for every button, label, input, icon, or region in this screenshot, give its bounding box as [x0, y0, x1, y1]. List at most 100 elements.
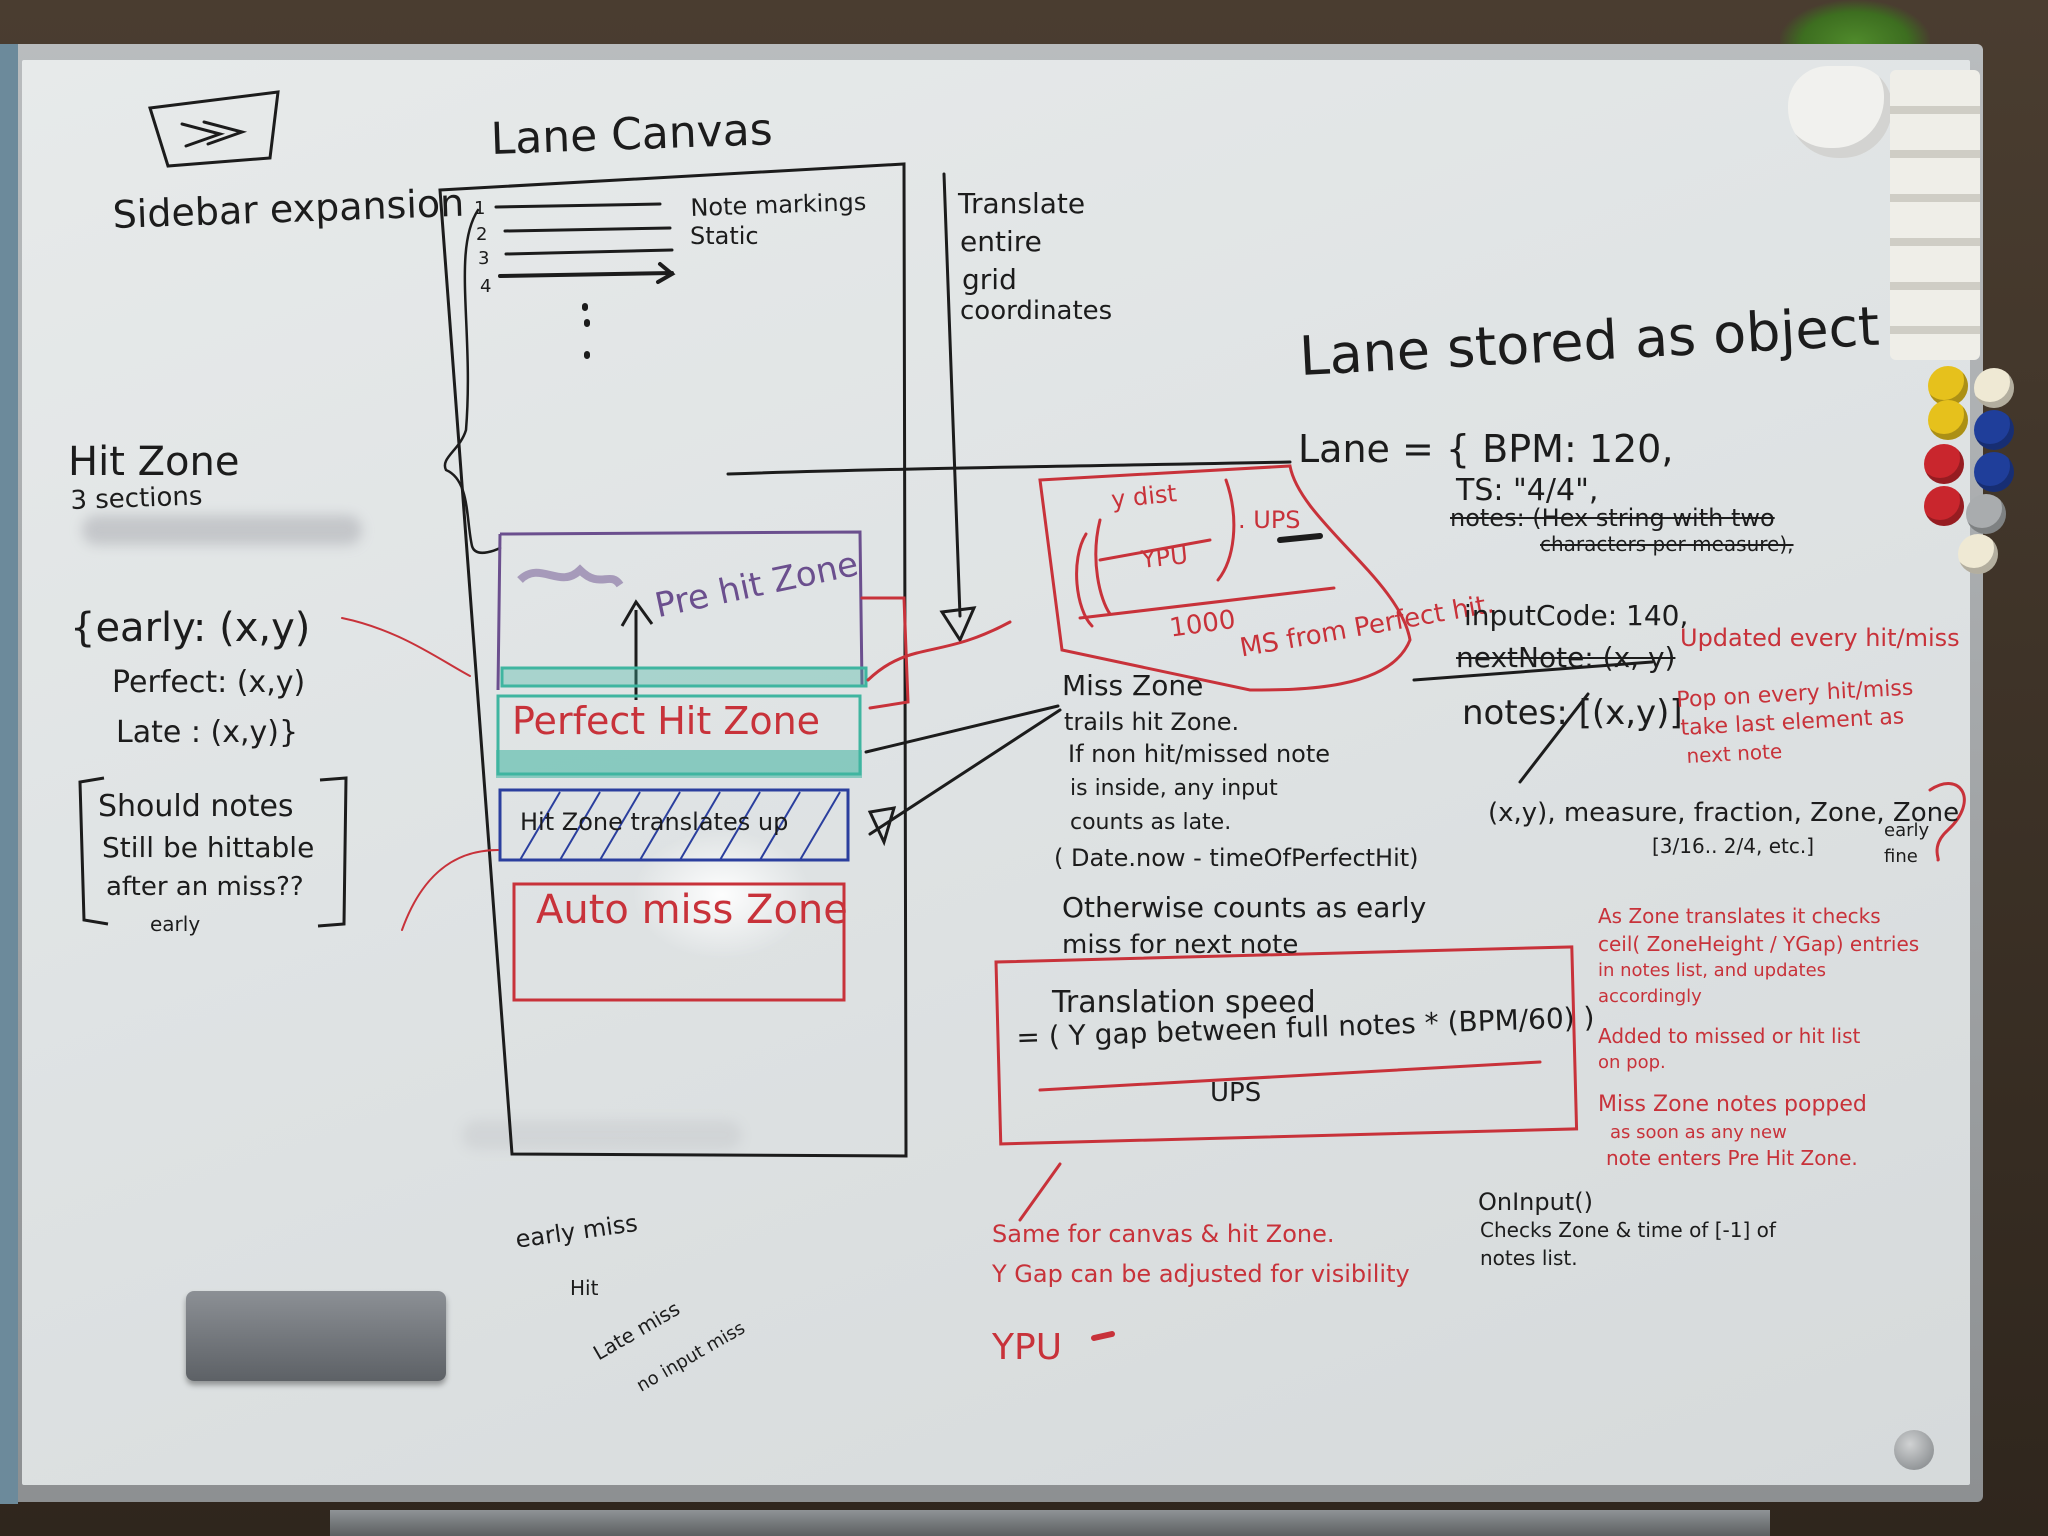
- whiteboard-surface: [22, 60, 1970, 1485]
- miss-zone-line-1: Miss Zone: [1062, 669, 1204, 702]
- lane-next-note: nextNote: (x, y): [1456, 641, 1676, 674]
- formula-ypu: YPU: [1139, 541, 1190, 574]
- note-lines: [494, 202, 674, 256]
- red-note-line-3: in notes list, and updates: [1598, 960, 1827, 981]
- question-box-brackets: [78, 776, 348, 928]
- lane-ts: TS: "4/4",: [1456, 473, 1599, 508]
- hit-zone-translates-label: Hit Zone translates up: [520, 808, 789, 836]
- translation-fraction-line: [1038, 1060, 1542, 1092]
- sidebar-arrows-icon: [180, 120, 248, 148]
- on-input-line-2: notes list.: [1480, 1246, 1578, 1270]
- lane-brace: [443, 208, 502, 555]
- red-note-line-2: ceil( ZoneHeight / YGap) entries: [1598, 932, 1920, 956]
- bottom-red-ypu: YPU: [992, 1327, 1063, 1368]
- row-number-3: 3: [478, 248, 490, 269]
- magnet-blue: [1974, 410, 2014, 450]
- hit-zone-subtitle: 3 sections: [69, 481, 203, 516]
- translation-speed-denominator: UPS: [1210, 1078, 1262, 1108]
- connector-lane-object: [726, 460, 1292, 476]
- hit-zone-connector: [341, 617, 471, 677]
- red-connector-1: [866, 620, 1012, 682]
- translate-line-3: grid: [962, 263, 1017, 296]
- row-number-1: 1: [474, 198, 486, 219]
- question-line-1: Should notes: [98, 789, 294, 824]
- bottom-red-line-2: Y Gap can be adjusted for visibility: [992, 1260, 1410, 1288]
- question-line-2: Still be hittable: [102, 831, 315, 864]
- miss-zone-arrows: [864, 704, 1062, 836]
- plant-pot: [1788, 66, 1892, 158]
- formula-ydist: y dist: [1109, 479, 1179, 514]
- marker-tray: [330, 1510, 1770, 1536]
- formula-parens: [1075, 478, 1236, 628]
- miss-zone-line-8: miss for next note: [1062, 930, 1299, 960]
- translation-speed-title: Translation speed: [1052, 985, 1316, 1020]
- red-dash: [1091, 1331, 1115, 1341]
- lane-notes-list: notes: [(x,y)]: [1462, 693, 1683, 733]
- teal-top-band: [500, 666, 868, 688]
- question-mark-curve: [1928, 782, 1966, 862]
- magnet-blue-2: [1974, 452, 2014, 492]
- light-glare: [632, 830, 812, 960]
- hit-zone-translates-box: [498, 788, 850, 862]
- red-note-line-4: accordingly: [1598, 986, 1702, 1007]
- row-number-2: 2: [476, 224, 488, 245]
- miss-zone-line-6: ( Date.now - timeOfPerfectHit): [1054, 844, 1419, 872]
- teal-bottom-band: [496, 750, 862, 778]
- on-input-line-1: Checks Zone & time of [-1] of: [1480, 1218, 1776, 1242]
- red-note-line-6: on pop.: [1598, 1052, 1666, 1073]
- magnet-cream-2: [1958, 534, 1998, 574]
- purple-scribble: [517, 564, 624, 588]
- ydist-fraction-line: [1098, 538, 1212, 562]
- miss-zone-line-7: Otherwise counts as early: [1062, 891, 1427, 924]
- marker-rack: [1890, 70, 1980, 360]
- blue-hatching: [519, 791, 841, 861]
- eraser: [186, 1291, 446, 1381]
- lane-next-note-comment: Updated every hit/miss: [1680, 624, 1960, 652]
- formula-ups: . UPS: [1238, 506, 1301, 534]
- translate-line-4: coordinates: [960, 296, 1113, 326]
- miss-zone-line-2: trails hit Zone.: [1064, 708, 1240, 736]
- blue-connector: [401, 849, 499, 931]
- lane-notes-struck: notes: (Hex string with two: [1450, 504, 1775, 532]
- lane-tuple-early: early: [1884, 820, 1930, 841]
- miss-zone-line-4: is inside, any input: [1070, 776, 1278, 801]
- translate-line-1: Translate: [958, 187, 1086, 220]
- notes-connector: [1518, 692, 1590, 784]
- on-input-title: OnInput(): [1478, 1188, 1593, 1216]
- auto-miss-zone-box: [512, 882, 846, 1002]
- red-note-line-8: as soon as any new: [1610, 1122, 1787, 1143]
- question-line-3: after an miss??: [106, 872, 304, 902]
- ms-fraction-line: [1078, 586, 1336, 620]
- miss-zone-line-5: counts as late.: [1070, 810, 1232, 835]
- magnet-cream: [1974, 368, 2014, 408]
- translate-line-2: entire: [960, 225, 1042, 258]
- magnet-gray: [1966, 494, 2006, 534]
- magnet-red-2: [1924, 486, 1964, 526]
- ups-formula-outline: [1038, 464, 1412, 692]
- row-number-4: 4: [480, 276, 492, 297]
- next-note-strike: [1412, 660, 1654, 682]
- dash-mark: [1277, 533, 1323, 543]
- magnet-yellow: [1928, 366, 1968, 406]
- magnet-yellow-2: [1928, 400, 1968, 440]
- lane-tuple-fine: fine: [1884, 846, 1918, 867]
- note-markings-label: Note markings: [689, 187, 867, 222]
- sidebar-icon-box: [148, 90, 280, 168]
- red-note-line-1: As Zone translates it checks: [1598, 904, 1881, 928]
- lane-tuple: (x,y), measure, fraction, Zone, Zone: [1488, 798, 1960, 828]
- lane-canvas-heading: Lane Canvas: [489, 104, 774, 165]
- hit-zone-perfect: Perfect: (x,y): [112, 665, 306, 700]
- lane-bpm: Lane = { BPM: 120,: [1298, 427, 1674, 471]
- red-connector-2: [1018, 1162, 1062, 1222]
- perfect-hit-zone-label: Perfect Hit Zone: [512, 699, 821, 743]
- triangle-marker: [867, 806, 897, 847]
- translate-arrow: [939, 172, 977, 644]
- red-bracket: [860, 596, 910, 710]
- erased-smudge: [82, 515, 362, 545]
- hit-zone-late: Late : (x,y)}: [116, 715, 299, 750]
- sequence-hit: Hit: [570, 1276, 599, 1300]
- note-line-arrow: [498, 262, 676, 284]
- miss-zone-line-3: If non hit/missed note: [1068, 740, 1331, 768]
- notes-comment-3: next note: [1685, 738, 1783, 768]
